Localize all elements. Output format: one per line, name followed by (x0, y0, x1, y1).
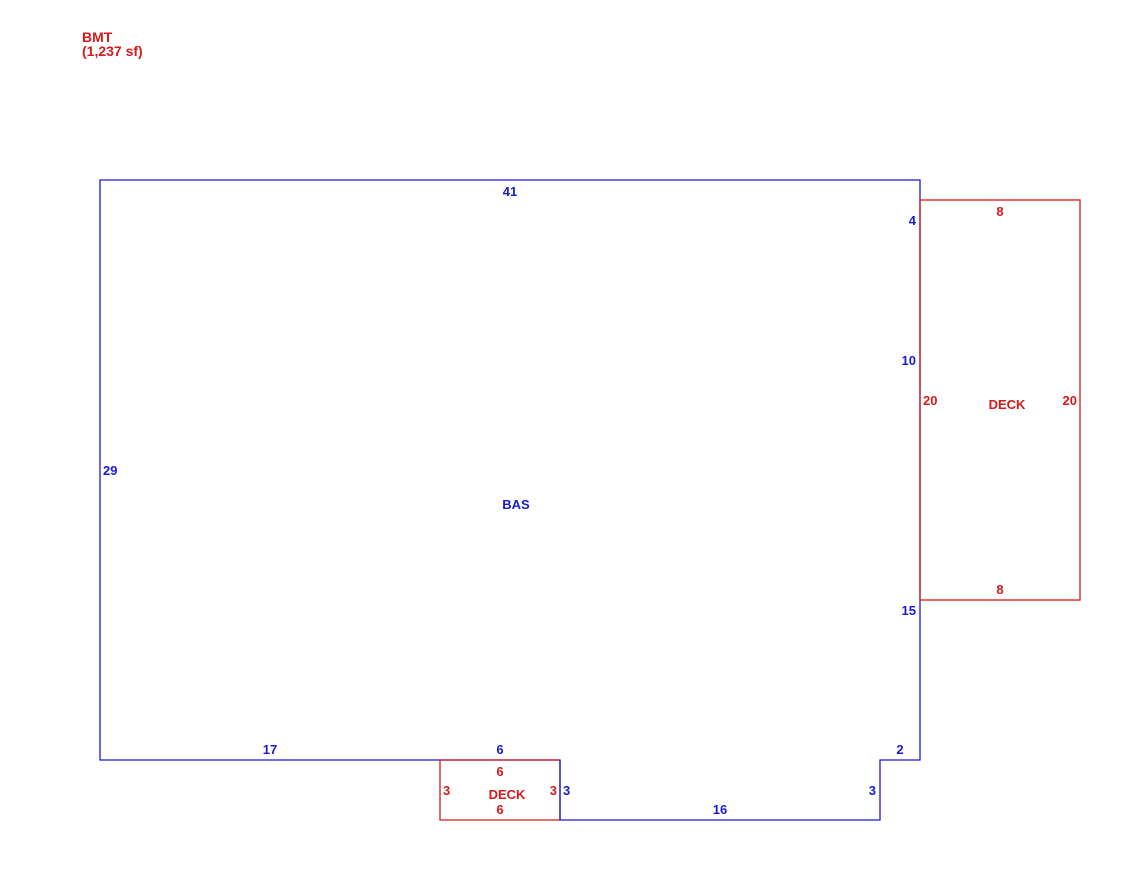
bas-dim-notch-left-side: 3 (563, 783, 570, 798)
deck-bottom-dim-bottom: 6 (496, 802, 503, 817)
deck-bottom-dim-left: 3 (443, 783, 450, 798)
bas-dim-step-right: 2 (896, 742, 903, 757)
deck-right-area-label: DECK (989, 397, 1026, 412)
sketch-header: BMT (1,237 sf) (82, 30, 143, 58)
deck-bottom-outline (439, 759, 560, 821)
deck-right-dim-left: 20 (923, 393, 937, 408)
deck-bottom-dim-right: 3 (550, 783, 557, 798)
bas-dim-right-upper: 4 (909, 213, 917, 228)
deck-bottom-dim-top: 6 (496, 764, 503, 779)
bas-dim-left: 29 (103, 463, 117, 478)
bas-dim-bottom-right: 16 (713, 802, 727, 817)
deck-right-outline (919, 199, 1081, 601)
sketch-total-area: (1,237 sf) (82, 43, 143, 59)
deck-right-dim-bottom: 8 (996, 582, 1003, 597)
bas-dim-right-middle: 10 (902, 353, 916, 368)
bas-dim-bottom-left: 17 (263, 742, 277, 757)
deck-right-dim-top: 8 (996, 204, 1003, 219)
bas-dim-notch-right-side: 3 (869, 783, 876, 798)
bas-dim-right-lower: 15 (902, 603, 916, 618)
sketch-title: BMT (82, 29, 113, 45)
bas-dim-notch-top: 6 (496, 742, 503, 757)
deck-bottom-area-label: DECK (489, 787, 526, 802)
deck-right-dim-right: 20 (1063, 393, 1077, 408)
bas-area-label: BAS (502, 497, 530, 512)
bas-dim-top: 41 (503, 184, 517, 199)
